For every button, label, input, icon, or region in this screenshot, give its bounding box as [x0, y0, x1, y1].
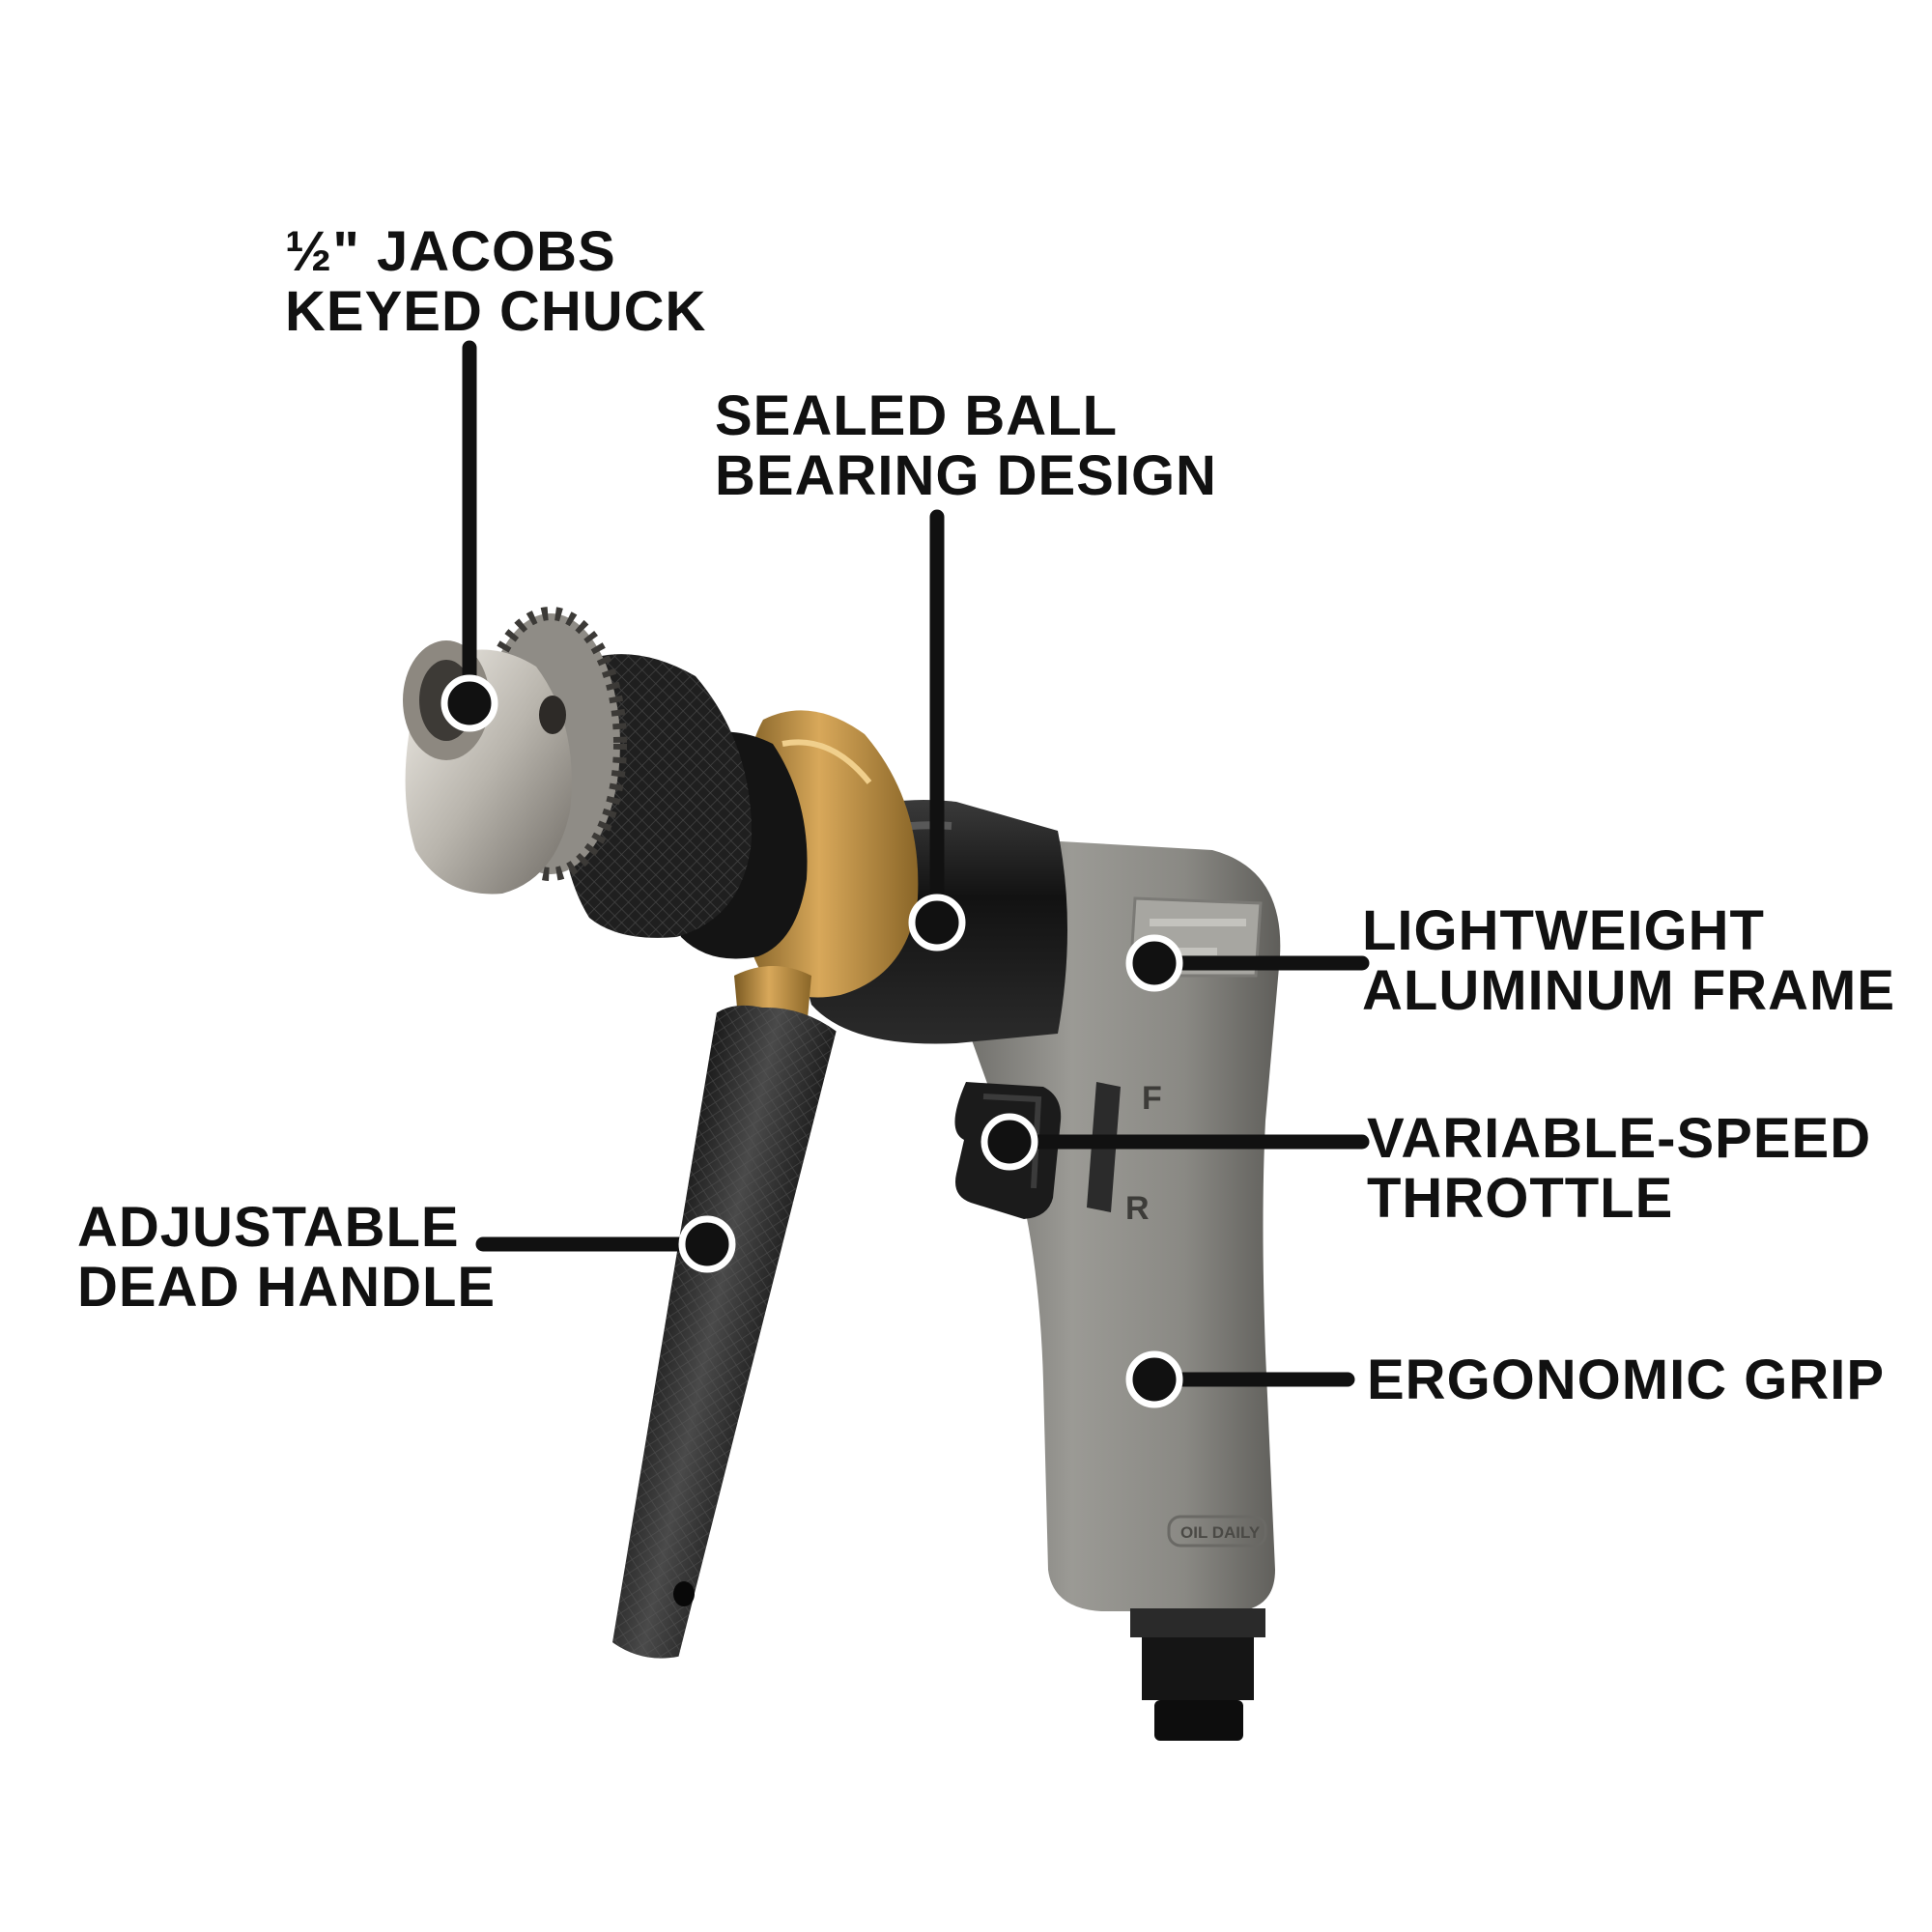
chuck-callout-line1: ½" JACOBS [285, 220, 616, 283]
callout-dots [440, 674, 1183, 1408]
throttle-callout-line1: VARIABLE-SPEED [1367, 1107, 1872, 1170]
frame-callout-line2: ALUMINUM FRAME [1362, 959, 1896, 1022]
throttle-callout: VARIABLE-SPEED THROTTLE [1367, 1109, 1871, 1229]
forward-mark: F [1142, 1080, 1162, 1117]
bearing-callout: SEALED BALL BEARING DESIGN [715, 386, 1217, 506]
bearing-callout-line1: SEALED BALL [715, 384, 1118, 447]
handle-callout-line2: DEAD HANDLE [77, 1256, 497, 1319]
frame-callout-line1: LIGHTWEIGHT [1362, 899, 1765, 962]
chuck-callout: ½" JACOBS KEYED CHUCK [285, 222, 706, 342]
chuck-callout-line2: KEYED CHUCK [285, 280, 707, 343]
frame-callout: LIGHTWEIGHT ALUMINUM FRAME [1362, 901, 1895, 1021]
handle-callout: ADJUSTABLE DEAD HANDLE [77, 1198, 496, 1318]
grip-callout-line1: ERGONOMIC GRIP [1367, 1349, 1886, 1411]
dead-handle [612, 1005, 837, 1659]
callout-lines [462, 340, 1370, 1387]
oil-daily-mark: OIL DAILY [1180, 1523, 1261, 1542]
handle-callout-line1: ADJUSTABLE [77, 1196, 460, 1259]
grip-callout: ERGONOMIC GRIP [1367, 1350, 1885, 1410]
reverse-mark: R [1125, 1190, 1150, 1227]
throttle-callout-line2: THROTTLE [1367, 1167, 1674, 1230]
bearing-callout-line2: BEARING DESIGN [715, 444, 1217, 507]
throttle-lever [954, 1082, 1121, 1219]
